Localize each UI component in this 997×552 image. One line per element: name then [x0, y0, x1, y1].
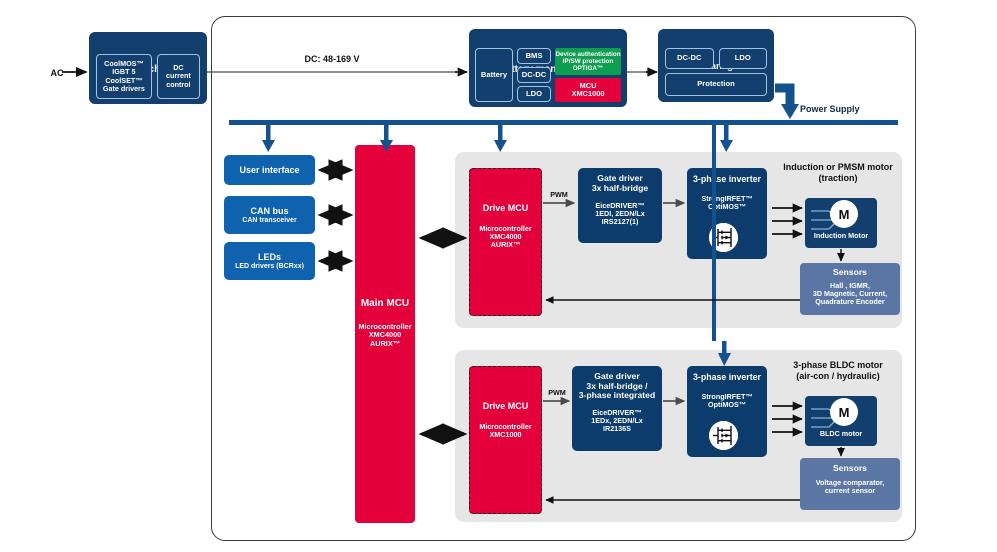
- auxiliary-sensors-block[interactable]: Sensors Voltage comparator, current sens…: [800, 458, 900, 510]
- dc-current-control-block[interactable]: DC current control: [156, 54, 200, 99]
- traction-gd-line-0: EiceDRIVER™: [595, 201, 645, 211]
- auxiliary-inverter-title: 3-phase inverter: [693, 372, 761, 382]
- can-bus-block[interactable]: CAN bus CAN transceiver: [224, 196, 315, 234]
- aux-gd-title-0: Gate driver: [594, 371, 640, 381]
- leds-title: LEDs: [257, 251, 281, 262]
- auxiliary-motor-caption: 3-phase BLDC motor (air-con / hydraulic): [774, 360, 902, 382]
- battery-charger-block[interactable]: Battery charger CoolMOS™ IGBT 5 CoolSET™…: [89, 32, 207, 104]
- user-interface-title: User interface: [239, 164, 300, 175]
- dc-voltage-label: DC: 48-169 V: [304, 54, 360, 64]
- auxiliary-inverter-line-1: OptiMOS™: [708, 399, 746, 409]
- dcc-line-0: DC: [173, 63, 184, 73]
- auxiliary-pwm-label: PWM: [548, 388, 566, 397]
- auxiliary-sensors-line-0: Voltage comparator,: [815, 477, 885, 487]
- charger-line-2: CoolSET™: [105, 75, 143, 85]
- traction-gd-title-1: 3x half-bridge: [591, 182, 649, 193]
- aux-gd-line-1: 1EDx, 2EDN/Lx: [591, 415, 643, 425]
- main-mcu-line-2: AURIX™: [370, 338, 400, 348]
- ldo-block[interactable]: LDO: [517, 86, 551, 102]
- optiga-line-0: Device authentication: [555, 51, 621, 59]
- system-boundary-frame: [211, 16, 916, 541]
- auxiliary-gate-driver-block[interactable]: Gate driver 3x half-bridge / 3-phase int…: [572, 366, 662, 451]
- traction-drive-mcu-line-0: Microcontroller: [479, 224, 532, 234]
- power-supply-label: Power Supply: [800, 104, 860, 114]
- aux-gd-title-1: 3x half-bridge /: [586, 380, 648, 391]
- traction-mosfet-icon: [709, 223, 738, 252]
- auxiliary-sensors-line-1: current sensor: [824, 485, 876, 495]
- auxiliary-motor-symbol: M: [830, 398, 858, 426]
- optiga-block[interactable]: Device authentication IP/SW protection O…: [555, 48, 621, 76]
- aux-gd-line-2: IR2136S: [603, 424, 631, 433]
- traction-inverter-line-0: StrongIRFET™: [701, 193, 753, 203]
- leds-block[interactable]: LEDs LED drivers (BCRxx): [224, 242, 315, 280]
- auxiliary-drive-mcu-line-0: Microcontroller: [479, 422, 532, 432]
- traction-motor-caption-1: (traction): [818, 172, 858, 183]
- charger-line-3: Gate drivers: [102, 83, 145, 93]
- traction-sensors-line-1: 3D Magnetic, Current,: [812, 288, 888, 298]
- traction-gate-driver-title: Gate driver 3x half-bridge: [591, 173, 649, 193]
- power-supply-bus: [229, 120, 898, 125]
- power-management-block[interactable]: Power management DC-DC LDO Protection: [658, 29, 774, 102]
- auxiliary-motor-label: BLDC motor: [819, 429, 863, 438]
- charger-line-1: IGBT 5: [112, 67, 136, 77]
- traction-drive-mcu-line-2: AURIX™: [490, 240, 521, 250]
- optiga-line-1: IP/SW protection: [562, 58, 614, 66]
- can-bus-sub: CAN transceiver: [242, 216, 297, 224]
- bms-mcu-line-0: MCU: [579, 80, 597, 90]
- traction-pwm-label: PWM: [550, 190, 568, 199]
- ac-input-label: AC: [50, 68, 64, 78]
- traction-sensors-block[interactable]: Sensors Hall , IGMR, 3D Magnetic, Curren…: [800, 263, 900, 315]
- power-management-title: Power management: [671, 60, 761, 72]
- auxiliary-inverter-line-0: StrongIRFET™: [701, 391, 753, 401]
- bms-block[interactable]: BMS: [517, 48, 551, 64]
- pm-protection-block[interactable]: Protection: [665, 73, 767, 96]
- battery-management-block[interactable]: Battery management Battery BMS DC-DC LDO…: [469, 29, 627, 107]
- main-mcu-block[interactable]: Main MCU Microcontroller XMC4000 AURIX™: [355, 145, 415, 523]
- pm-ldo-block[interactable]: LDO: [718, 48, 767, 69]
- user-interface-block[interactable]: User interface: [224, 155, 315, 185]
- traction-drive-mcu-title: Drive MCU: [482, 203, 529, 213]
- traction-inverter-line-1: OptiMOS™: [708, 201, 746, 211]
- main-mcu-title: Main MCU: [360, 298, 410, 309]
- auxiliary-drive-mcu-block[interactable]: Drive MCU Microcontroller XMC1000: [469, 366, 542, 514]
- bms-mcu-line-1: XMC1000: [571, 89, 605, 99]
- auxiliary-sensors-title: Sensors: [833, 463, 867, 473]
- battery-charger-devices[interactable]: CoolMOS™ IGBT 5 CoolSET™ Gate drivers: [96, 54, 152, 99]
- traction-motor-caption: Induction or PMSM motor (traction): [774, 162, 902, 184]
- aux-gd-line-0: EiceDRIVER™: [592, 407, 642, 417]
- traction-sensors-line-2: Quadrature Encoder: [815, 296, 885, 306]
- traction-drive-mcu-line-1: XMC4000: [489, 232, 522, 242]
- main-mcu-line-0: Microcontroller: [358, 322, 412, 332]
- main-mcu-line-1: XMC4000: [368, 330, 402, 340]
- dcdc-block[interactable]: DC-DC: [517, 67, 551, 83]
- optiga-line-2: OPTIGA™: [572, 65, 604, 73]
- dcc-line-2: control: [166, 79, 191, 89]
- traction-inverter-title: 3-phase inverter: [693, 174, 761, 184]
- traction-gd-title-0: Gate driver: [597, 173, 643, 183]
- traction-motor-symbol: M: [830, 200, 858, 228]
- auxiliary-gate-driver-title: Gate driver 3x half-bridge / 3-phase int…: [578, 371, 656, 401]
- auxiliary-drive-mcu-line-1: XMC1000: [489, 430, 522, 440]
- bms-mcu-block[interactable]: MCU XMC1000: [555, 78, 621, 102]
- auxiliary-motor-caption-1: (air-con / hydraulic): [796, 370, 880, 381]
- traction-motor-label: Induction Motor: [813, 231, 869, 240]
- traction-sensors-title: Sensors: [833, 267, 867, 277]
- traction-gate-driver-block[interactable]: Gate driver 3x half-bridge EiceDRIVER™ 1…: [578, 168, 662, 243]
- aux-gd-title-2: 3-phase integrated: [578, 390, 656, 401]
- traction-drive-mcu-block[interactable]: Drive MCU Microcontroller XMC4000 AURIX™: [469, 168, 542, 316]
- traction-gd-line-1: 1EDI, 2EDN/Lx: [595, 209, 645, 219]
- battery-cell-block[interactable]: Battery: [475, 48, 513, 102]
- charger-line-0: CoolMOS™: [104, 59, 144, 69]
- auxiliary-drive-mcu-title: Drive MCU: [482, 401, 529, 411]
- pm-dcdc-block[interactable]: DC-DC: [665, 48, 714, 69]
- traction-sensors-line-0: Hall , IGMR,: [830, 280, 870, 290]
- leds-sub: LED drivers (BCRxx): [235, 262, 304, 270]
- can-bus-title: CAN bus: [250, 205, 289, 216]
- auxiliary-mosfet-icon: [709, 421, 738, 450]
- dcc-line-1: current: [166, 71, 191, 81]
- traction-motor-caption-0: Induction or PMSM motor: [783, 162, 893, 172]
- traction-gd-line-2: IRS2127(1): [601, 217, 639, 227]
- auxiliary-motor-caption-0: 3-phase BLDC motor: [793, 360, 883, 370]
